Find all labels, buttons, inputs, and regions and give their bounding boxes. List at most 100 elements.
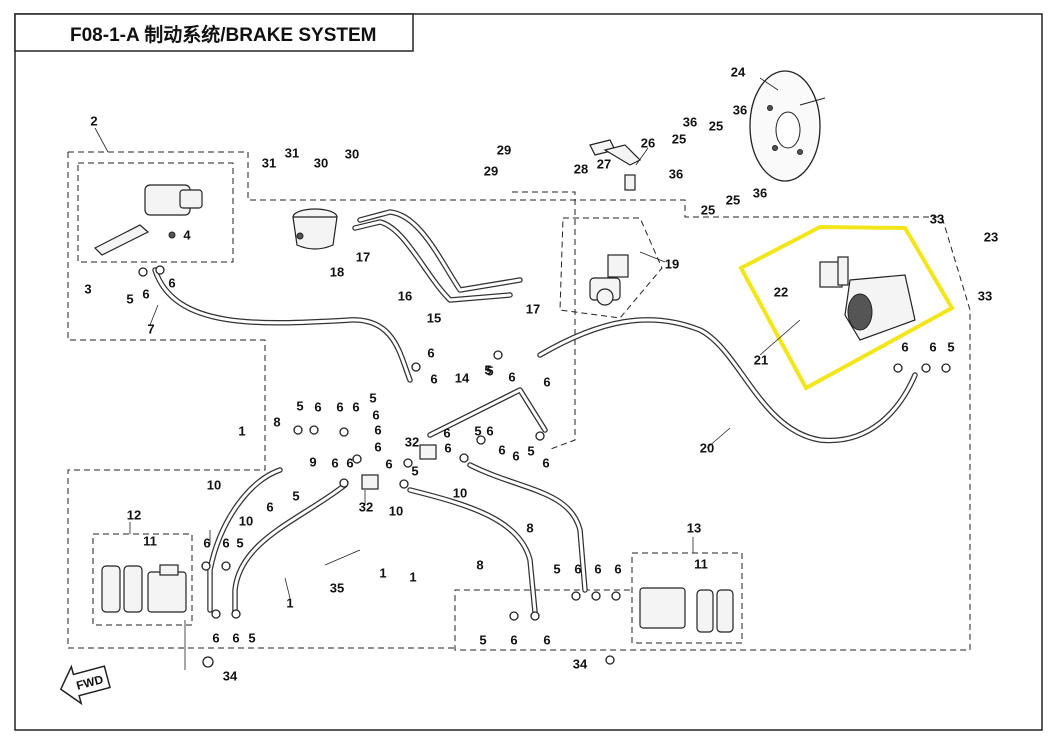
pedal-assembly bbox=[589, 139, 642, 191]
callout-36: 36 bbox=[669, 166, 683, 181]
brake-disc bbox=[749, 70, 826, 182]
callout-33: 33 bbox=[930, 211, 944, 226]
callout-10: 10 bbox=[453, 485, 467, 500]
callout-5: 5 bbox=[947, 339, 954, 354]
callout-25: 25 bbox=[709, 118, 723, 133]
assembly-boundaries bbox=[67, 151, 971, 651]
callout-6: 6 bbox=[543, 632, 550, 647]
callout-6: 6 bbox=[574, 561, 581, 576]
tee-fittings bbox=[361, 444, 437, 490]
fwd-arrow-icon: FWD bbox=[59, 664, 111, 706]
callout-12: 12 bbox=[127, 507, 141, 522]
callout-6: 6 bbox=[336, 399, 343, 414]
callout-28: 28 bbox=[574, 161, 588, 176]
washers bbox=[138, 265, 951, 668]
callout-5: 5 bbox=[248, 630, 255, 645]
callout-6: 6 bbox=[498, 442, 505, 457]
callout-32: 32 bbox=[359, 499, 373, 514]
callout-6: 6 bbox=[901, 339, 908, 354]
callout-6: 6 bbox=[510, 632, 517, 647]
callout-15: 15 bbox=[427, 310, 441, 325]
callout-16: 16 bbox=[398, 288, 412, 303]
callout-10: 10 bbox=[389, 503, 403, 518]
callout-6: 6 bbox=[374, 422, 381, 437]
callout-6: 6 bbox=[543, 374, 550, 389]
proportioning-valve bbox=[589, 254, 629, 306]
title-box bbox=[14, 13, 414, 52]
callout-24: 24 bbox=[731, 64, 746, 79]
callout-5: 5 bbox=[553, 561, 560, 576]
callout-6: 6 bbox=[929, 339, 936, 354]
callout-34: 34 bbox=[573, 656, 588, 671]
callout-23: 23 bbox=[984, 229, 998, 244]
callout-25: 25 bbox=[726, 192, 740, 207]
callout-5: 5 bbox=[474, 423, 481, 438]
callout-9: 9 bbox=[309, 454, 316, 469]
callout-1: 1 bbox=[286, 595, 293, 610]
callout-5: 5 bbox=[527, 443, 534, 458]
callout-10: 10 bbox=[239, 513, 253, 528]
reservoir bbox=[292, 208, 338, 250]
callout-13: 13 bbox=[687, 520, 701, 535]
callout-4: 4 bbox=[183, 227, 191, 242]
diagram-frame bbox=[14, 13, 1043, 731]
callout-25: 25 bbox=[672, 131, 686, 146]
callout-22: 22 bbox=[774, 284, 788, 299]
fwd-label: FWD bbox=[75, 672, 105, 693]
callout-36: 36 bbox=[733, 102, 747, 117]
callout-7: 7 bbox=[147, 321, 154, 336]
callout-32: 32 bbox=[405, 434, 419, 449]
callout-1: 1 bbox=[379, 565, 386, 580]
callout-17: 17 bbox=[356, 249, 370, 264]
callout-8: 8 bbox=[476, 557, 483, 572]
callout-5: 5 bbox=[411, 463, 418, 478]
front-right-caliper bbox=[639, 587, 734, 633]
front-left-caliper bbox=[101, 564, 187, 613]
callout-5: 5 bbox=[126, 291, 133, 306]
master-cylinder bbox=[93, 184, 203, 256]
callout-6: 6 bbox=[542, 455, 549, 470]
callout-30: 30 bbox=[345, 146, 359, 161]
callout-6: 6 bbox=[314, 399, 321, 414]
callout-30: 30 bbox=[314, 155, 328, 170]
callout-5: 5 bbox=[484, 362, 491, 377]
callout-31: 31 bbox=[262, 155, 276, 170]
callout-5: 5 bbox=[296, 398, 303, 413]
callout-26: 26 bbox=[641, 135, 655, 150]
page-title: F08-1-A 制动系统/BRAKE SYSTEM bbox=[70, 23, 377, 46]
callout-8: 8 bbox=[273, 414, 280, 429]
callout-1: 1 bbox=[238, 423, 245, 438]
callout-29: 29 bbox=[484, 163, 498, 178]
callout-19: 19 bbox=[665, 256, 679, 271]
callout-6: 6 bbox=[331, 455, 338, 470]
callout-27: 27 bbox=[597, 156, 611, 171]
callout-6: 6 bbox=[372, 407, 379, 422]
callout-8: 8 bbox=[526, 520, 533, 535]
callouts: 24 36 36 25 25 36 36 25 25 2 31 31 30 30… bbox=[84, 64, 998, 683]
callout-11: 11 bbox=[143, 533, 157, 548]
callout-34: 34 bbox=[223, 668, 238, 683]
callout-6: 6 bbox=[444, 440, 451, 455]
callout-6: 6 bbox=[443, 425, 450, 440]
callout-5: 5 bbox=[369, 390, 376, 405]
callout-6: 6 bbox=[374, 439, 381, 454]
highlight-box bbox=[738, 224, 955, 391]
callout-31: 31 bbox=[285, 145, 299, 160]
callout-17: 17 bbox=[526, 301, 540, 316]
callout-6: 6 bbox=[266, 499, 273, 514]
callout-2: 2 bbox=[90, 113, 97, 128]
callout-6: 6 bbox=[385, 456, 392, 471]
callout-6: 6 bbox=[512, 448, 519, 463]
callout-1: 1 bbox=[409, 569, 416, 584]
callout-21: 21 bbox=[754, 352, 768, 367]
callout-11: 11 bbox=[694, 556, 708, 571]
callout-6: 6 bbox=[142, 286, 149, 301]
callout-6: 6 bbox=[352, 399, 359, 414]
callout-6: 6 bbox=[346, 455, 353, 470]
callout-6: 6 bbox=[508, 369, 515, 384]
callout-6: 6 bbox=[427, 345, 434, 360]
callout-6: 6 bbox=[486, 423, 493, 438]
callout-3: 3 bbox=[84, 281, 91, 296]
callout-6: 6 bbox=[212, 630, 219, 645]
callout-6: 6 bbox=[430, 371, 437, 386]
